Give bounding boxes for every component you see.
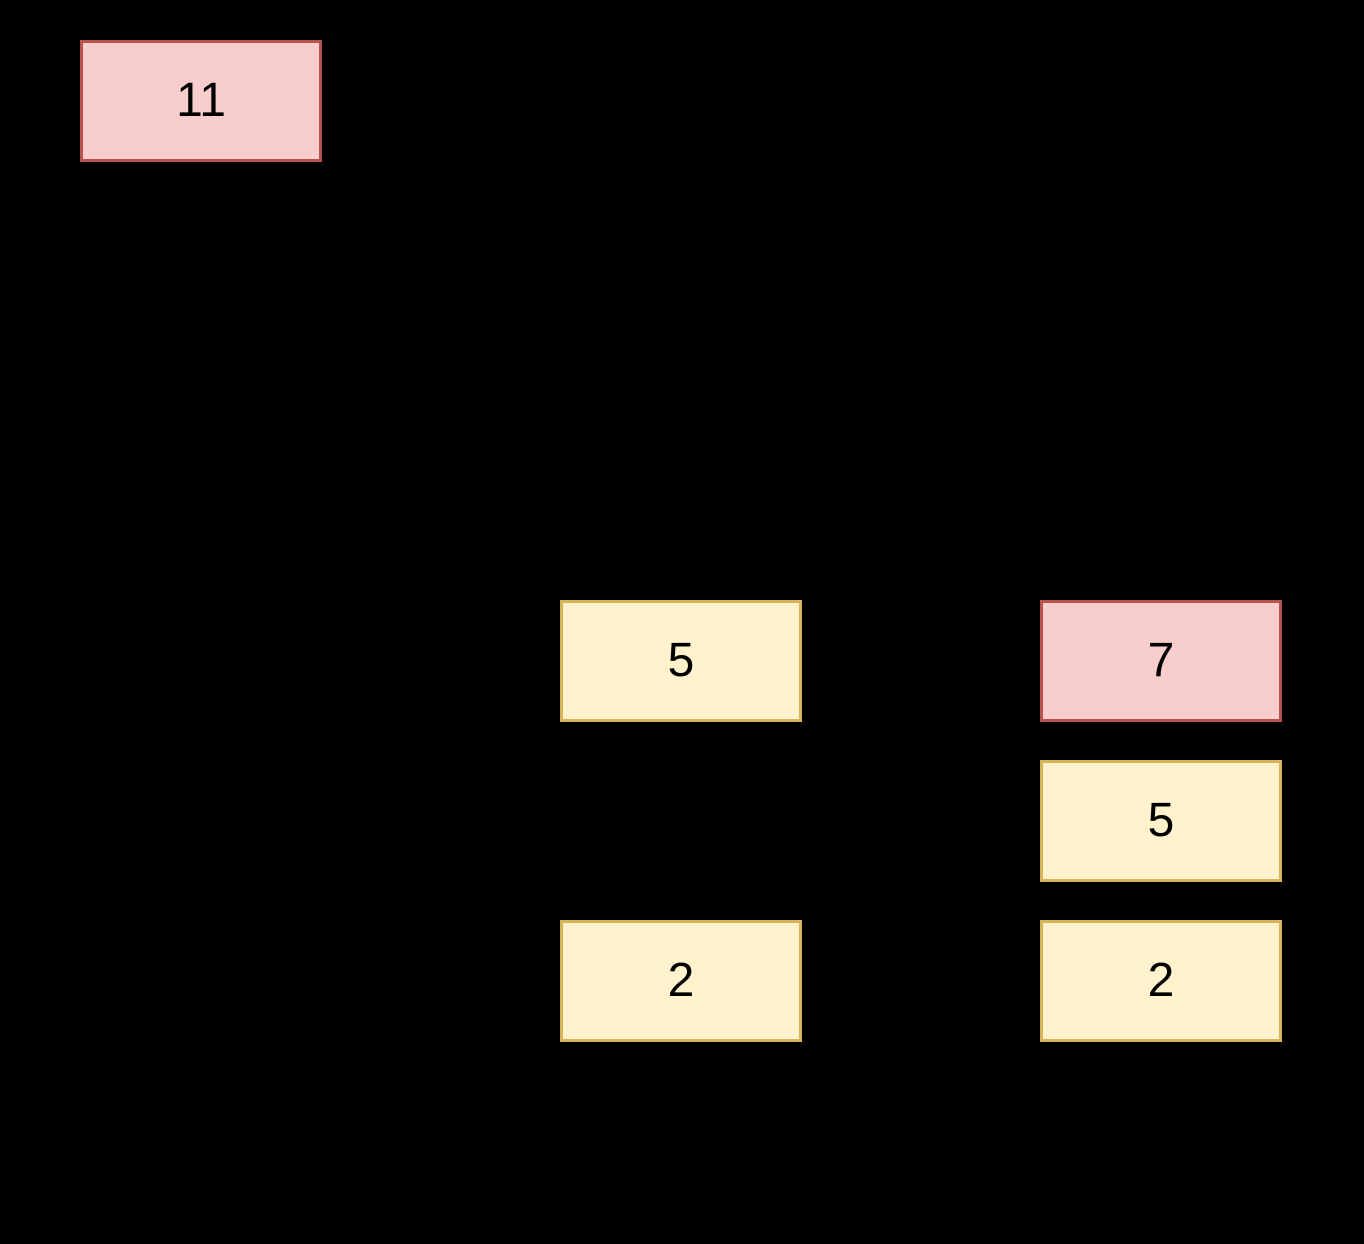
node-7: 7 [1040, 600, 1282, 722]
node-label: 5 [667, 634, 695, 687]
node-label: 2 [667, 954, 695, 1007]
node-2-left: 2 [560, 920, 802, 1042]
node-label: 11 [176, 74, 226, 127]
node-5-left: 5 [560, 600, 802, 722]
node-5-right: 5 [1040, 760, 1282, 882]
node-label: 5 [1147, 794, 1175, 847]
node-label: 2 [1147, 954, 1175, 1007]
node-11: 11 [80, 40, 322, 162]
node-label: 7 [1147, 634, 1175, 687]
node-2-right: 2 [1040, 920, 1282, 1042]
